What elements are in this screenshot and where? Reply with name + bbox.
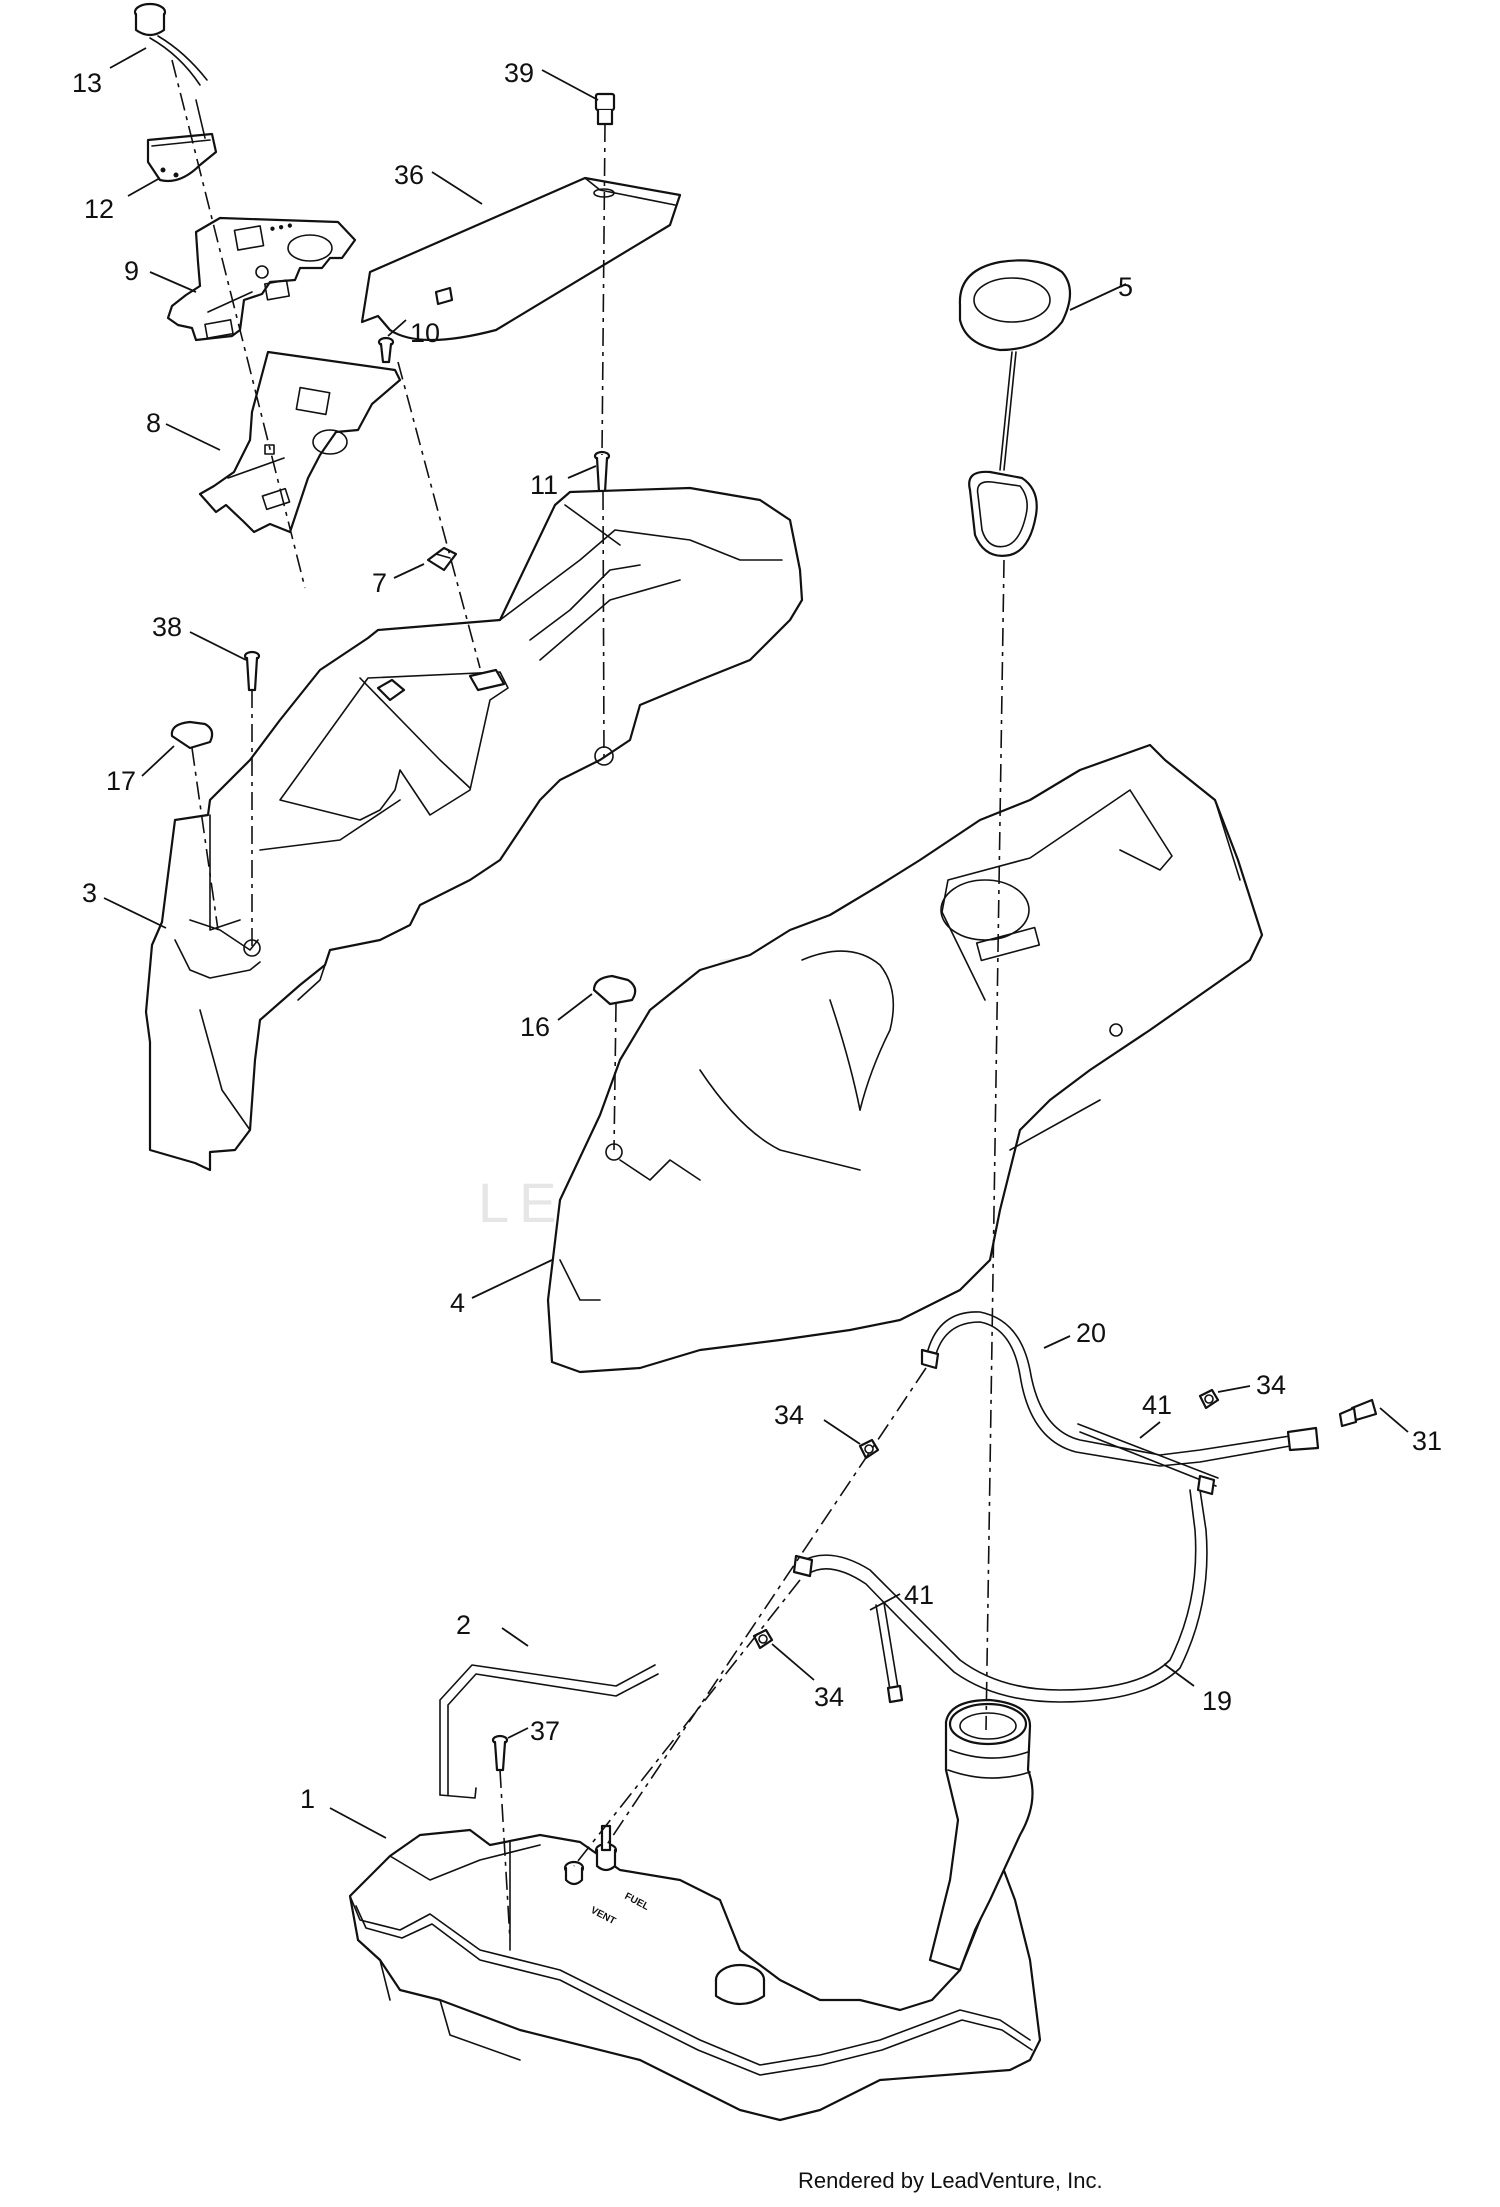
part-9-plate: ● ● ● <box>166 216 357 342</box>
callout-37: 37 <box>530 1716 560 1746</box>
part-7-clip <box>426 546 458 572</box>
callout-34-a: 34 <box>774 1400 804 1430</box>
part-36-cover <box>360 176 682 342</box>
part-11-bolt <box>593 450 611 494</box>
part-4-fender <box>546 743 1264 1374</box>
part-34-clamp-c <box>752 1628 774 1650</box>
callout-41-a: 41 <box>1142 1390 1172 1420</box>
part-2-bracket <box>439 1664 659 1799</box>
callout-11: 11 <box>530 470 558 500</box>
part-20-hose <box>920 1311 1320 1467</box>
callout-34-c: 34 <box>814 1682 844 1712</box>
callout-4: 4 <box>450 1288 465 1318</box>
part-41-tie-lower <box>875 1602 904 1704</box>
part-17-cap <box>170 720 214 750</box>
callout-36: 36 <box>394 160 424 190</box>
part-13-knob <box>133 2 208 86</box>
callout-1: 1 <box>300 1784 315 1814</box>
callout-38: 38 <box>152 612 182 642</box>
part-41-tie-upper <box>1077 1423 1219 1496</box>
callout-labels: 13 12 9 8 39 36 10 11 7 38 17 3 5 16 4 2… <box>72 58 1442 1814</box>
callout-5: 5 <box>1118 272 1133 302</box>
callout-8: 8 <box>146 408 161 438</box>
part-34-clamp-b <box>1198 1388 1220 1410</box>
callout-17: 17 <box>106 766 136 796</box>
part-10-screw <box>377 336 395 364</box>
callout-12: 12 <box>84 194 114 224</box>
callout-31: 31 <box>1412 1426 1442 1456</box>
part-38-bolt <box>243 650 261 692</box>
part-34-clamp-a <box>858 1438 880 1460</box>
callout-20: 20 <box>1076 1318 1106 1348</box>
part-31-fitting <box>1338 1398 1378 1428</box>
callout-39: 39 <box>504 58 534 88</box>
part-12-bracket <box>146 99 218 183</box>
callout-7: 7 <box>372 568 387 598</box>
part-8-plate <box>198 350 402 534</box>
callout-10: 10 <box>410 318 440 348</box>
part-1-fuel-tank: FUEL VENT <box>348 1698 1042 2122</box>
part-16-cap <box>592 974 637 1006</box>
part-39-nut <box>594 92 616 126</box>
callout-9: 9 <box>124 256 139 286</box>
render-credit: Rendered by LeadVenture, Inc. <box>798 2168 1103 2193</box>
callout-19: 19 <box>1202 1686 1232 1716</box>
leader-lines <box>103 47 1409 1839</box>
callout-34-b: 34 <box>1256 1370 1286 1400</box>
part-19-hose <box>792 1489 1208 1703</box>
assembly-lines <box>171 59 1005 1941</box>
callout-41-b: 41 <box>904 1580 934 1610</box>
svg-text:● ● ●: ● ● ● <box>269 220 294 235</box>
callout-3: 3 <box>82 878 97 908</box>
callout-2: 2 <box>456 1610 471 1640</box>
callout-13: 13 <box>72 68 102 98</box>
callout-16: 16 <box>520 1012 550 1042</box>
part-3-console-housing <box>144 486 804 1172</box>
part-37-bolt <box>491 1734 509 1772</box>
part-5-fuel-cap <box>958 259 1072 557</box>
